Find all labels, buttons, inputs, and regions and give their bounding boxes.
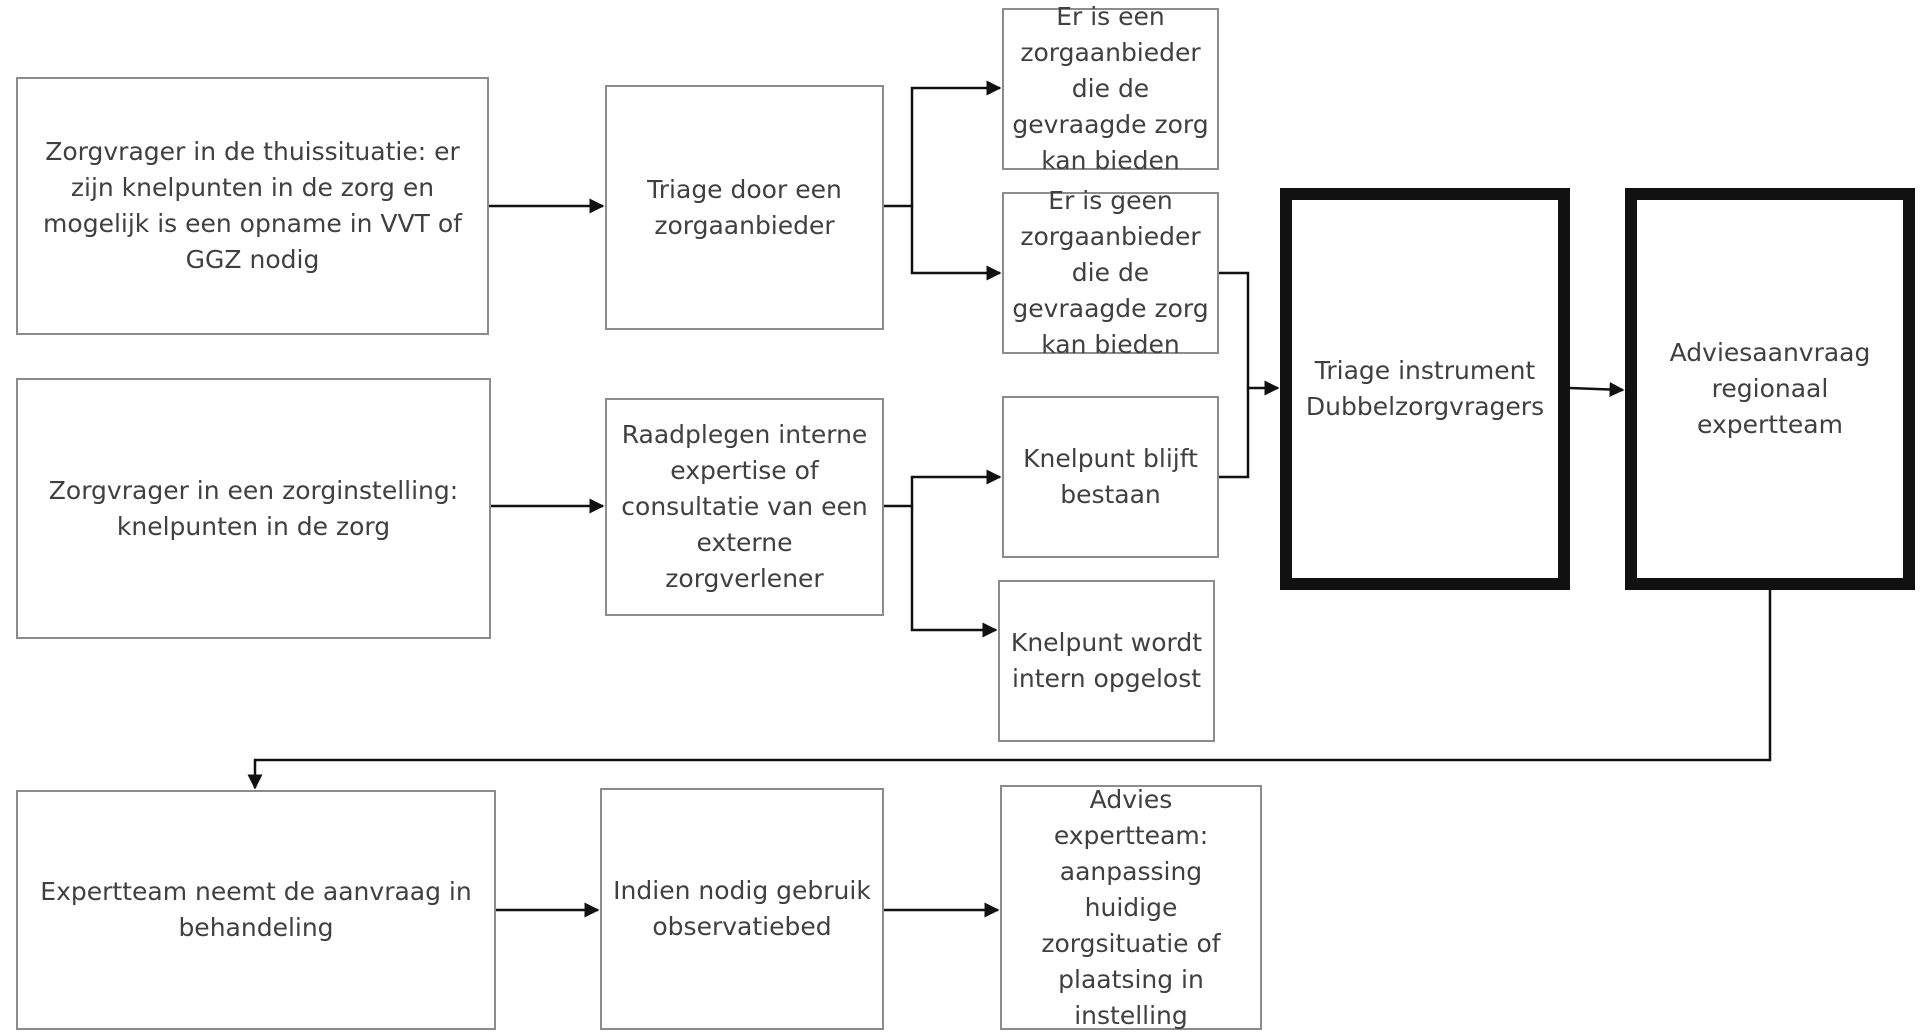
node-er-is-een-label: Er is een zorgaanbieder die de gevraagde… bbox=[1012, 2, 1209, 175]
edge-knelpunt-blijft-triage-instrument bbox=[1219, 388, 1250, 479]
node-thuis-label: Zorgvrager in de thuissituatie: er zijn … bbox=[43, 137, 462, 274]
node-triage-aanbieder: Triage door een zorgaanbieder bbox=[605, 85, 884, 330]
node-triage-instrument-label: Triage instrument Dubbelzorgvragers bbox=[1305, 356, 1545, 421]
edge-raadplegen-knelpunt-blijft bbox=[884, 469, 1002, 508]
edge-triage-er-is-een bbox=[884, 80, 1002, 208]
node-er-is-een: Er is een zorgaanbieder die de gevraagde… bbox=[1002, 2, 1219, 175]
edge-triage-er-is-geen bbox=[910, 206, 1002, 281]
node-expertteam-label: Expertteam neemt de aanvraag in behandel… bbox=[40, 877, 472, 942]
node-raadplegen-label: Raadplegen interne expertise of consulta… bbox=[621, 420, 868, 593]
node-knelpunt-intern: Knelpunt wordt intern opgelost bbox=[998, 580, 1215, 742]
node-advies: Advies expertteam: aanpassing huidige zo… bbox=[1000, 785, 1262, 1030]
node-expertteam: Expertteam neemt de aanvraag in behandel… bbox=[16, 790, 496, 1030]
node-advies-label: Advies expertteam: aanpassing huidige zo… bbox=[1041, 784, 1221, 1030]
node-knelpunt-intern-label: Knelpunt wordt intern opgelost bbox=[1010, 628, 1203, 693]
node-raadplegen: Raadplegen interne expertise of consulta… bbox=[605, 398, 884, 616]
node-triage-aanbieder-label: Triage door een zorgaanbieder bbox=[647, 174, 842, 240]
node-thuis: Zorgvrager in de thuissituatie: er zijn … bbox=[16, 77, 489, 335]
node-instelling-label: Zorgvrager in een zorginstelling: knelpu… bbox=[48, 475, 459, 541]
node-knelpunt-blijft: Knelpunt blijft bestaan bbox=[1002, 396, 1219, 558]
node-adviesaanvraag: Adviesaanvraag regionaal expertteam bbox=[1625, 188, 1915, 590]
node-er-is-geen: Er is geen zorgaanbieder die de gevraagd… bbox=[1002, 186, 1219, 359]
node-observatiebed-label: Indien nodig gebruik observatiebed bbox=[613, 876, 871, 941]
edge-triage-instrument-adviesaanvraag bbox=[1569, 381, 1625, 397]
node-observatiebed: Indien nodig gebruik observatiebed bbox=[600, 788, 884, 1030]
node-er-is-geen-label: Er is geen zorgaanbieder die de gevraagd… bbox=[1012, 186, 1209, 359]
edge-er-is-geen-triage-instrument bbox=[1219, 271, 1280, 396]
node-triage-instrument: Triage instrument Dubbelzorgvragers bbox=[1280, 188, 1570, 590]
node-knelpunt-blijft-label: Knelpunt blijft bestaan bbox=[1023, 444, 1198, 509]
node-instelling: Zorgvrager in een zorginstelling: knelpu… bbox=[16, 378, 491, 639]
edge-raadplegen-knelpunt-intern bbox=[910, 506, 998, 638]
node-adviesaanvraag-label: Adviesaanvraag regionaal expertteam bbox=[1669, 338, 1871, 439]
